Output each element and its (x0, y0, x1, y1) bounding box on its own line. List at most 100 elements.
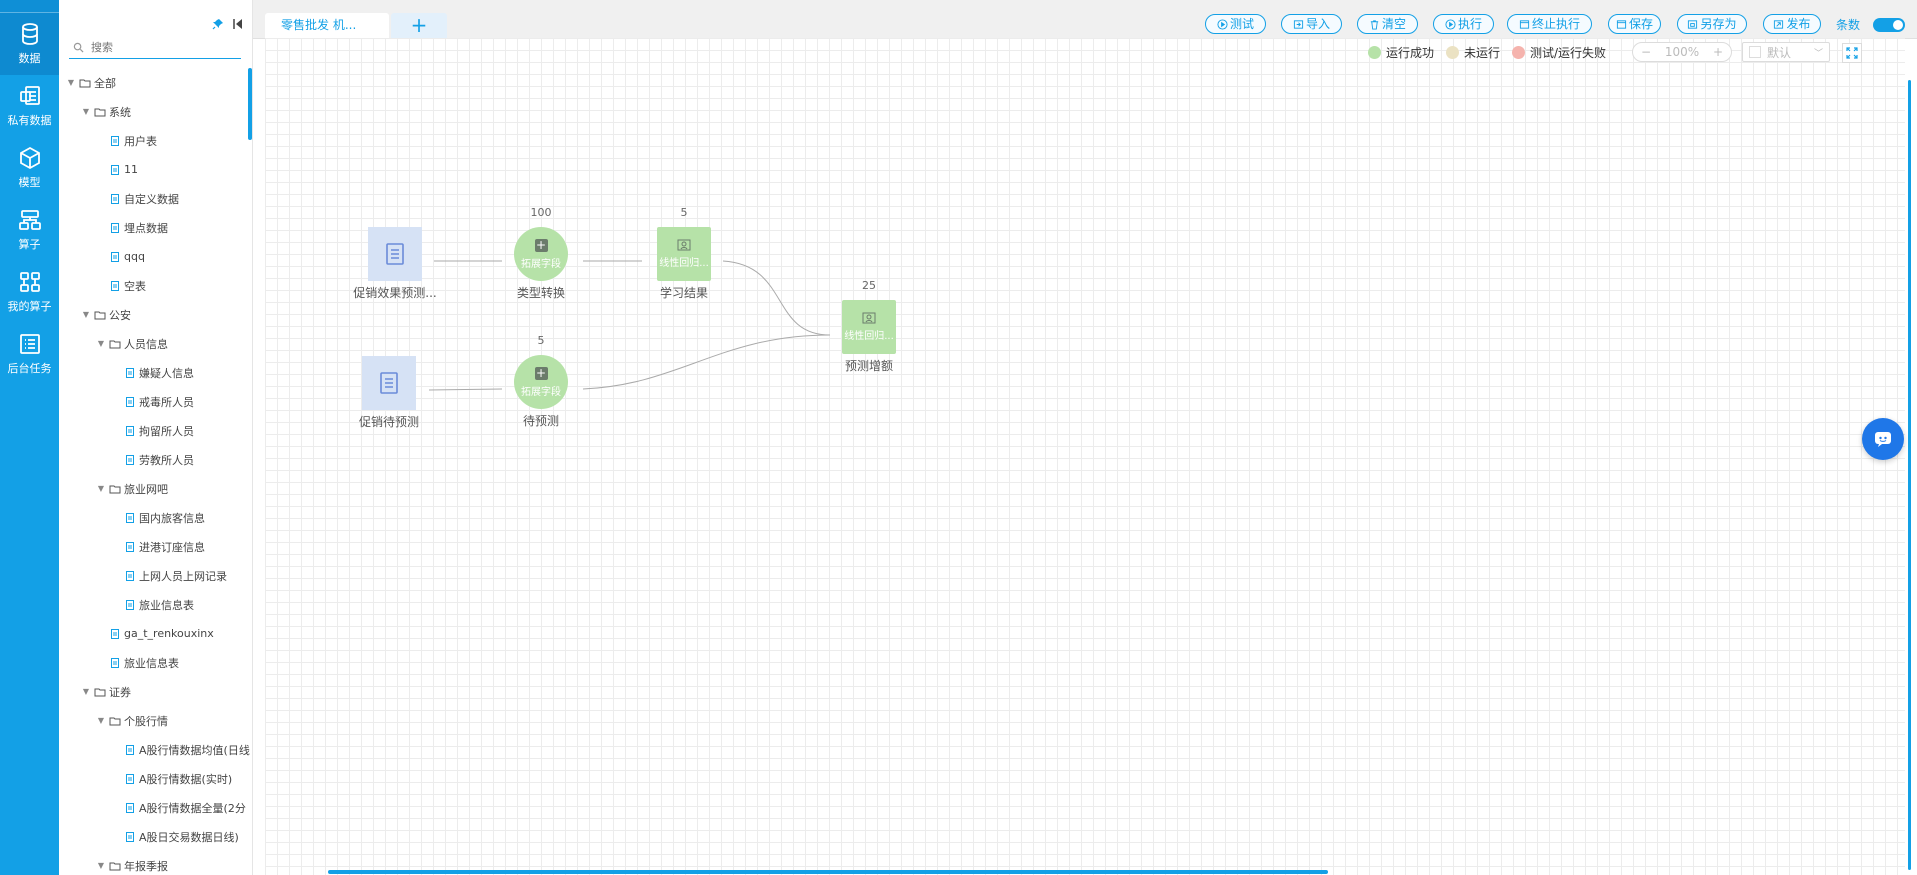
tree-item[interactable]: 戒毒所人员 (59, 387, 252, 416)
tree-item[interactable]: 自定义数据 (59, 184, 252, 213)
count-toggle[interactable] (1873, 18, 1905, 32)
tree-item-label: 国内旅客信息 (139, 511, 205, 525)
tree-item[interactable]: 旅业信息表 (59, 648, 252, 677)
caret-down-icon[interactable]: ▼ (82, 107, 90, 116)
tree-folder[interactable]: ▼旅业网吧 (59, 474, 252, 503)
workflow-canvas[interactable] (265, 38, 1905, 875)
publish-button[interactable]: 发布 (1763, 14, 1821, 34)
add-tab-button[interactable]: + (391, 13, 447, 38)
layout-select[interactable]: 默认 ﹀ (1742, 42, 1830, 62)
caret-down-icon[interactable]: ▼ (97, 484, 105, 493)
tree-item[interactable]: ga_t_renkouxinx (59, 619, 252, 648)
tree-scrollbar[interactable] (248, 68, 252, 140)
tree-item[interactable]: 拘留所人员 (59, 416, 252, 445)
tree-folder[interactable]: ▼ 年报季报 (59, 851, 252, 875)
node-inner-label: 线性回归... (659, 258, 709, 269)
tree-item[interactable]: A股行情数据(实时) (59, 764, 252, 793)
tree-folder[interactable]: ▼证券 (59, 677, 252, 706)
caret-down-icon[interactable]: ▼ (97, 861, 105, 870)
zoom-out-button[interactable]: − (1641, 45, 1652, 59)
rail-item-private-data[interactable]: 私有数据 (0, 75, 59, 137)
file-icon (126, 570, 134, 581)
rail-item-data[interactable]: 数据 (0, 13, 59, 75)
save-as-button[interactable]: 另存为 (1677, 14, 1747, 34)
tree-item[interactable]: 嫌疑人信息 (59, 358, 252, 387)
clear-button[interactable]: 清空 (1357, 14, 1418, 34)
rail-item-background-task[interactable]: 后台任务 (0, 323, 59, 385)
node-type-convert[interactable]: + 拓展字段 (514, 227, 568, 281)
rail-item-my-operator[interactable]: 我的算子 (0, 261, 59, 323)
collapse-panel-icon[interactable] (232, 18, 244, 30)
tree-item-label: 自定义数据 (124, 192, 179, 206)
tree-item[interactable]: 用户表 (59, 126, 252, 155)
tree-item[interactable]: 劳教所人员 (59, 445, 252, 474)
rail-item-model[interactable]: 模型 (0, 137, 59, 199)
operator-icon (18, 210, 41, 230)
fullscreen-icon (1846, 47, 1858, 59)
tree-item[interactable]: A股行情数据均值(日线 (59, 735, 252, 764)
document-icon (386, 243, 404, 265)
tree-item[interactable]: 旅业信息表 (59, 590, 252, 619)
caret-down-icon[interactable]: ▼ (67, 78, 75, 87)
tree-folder[interactable]: ▼人员信息 (59, 329, 252, 358)
folder-icon (109, 485, 121, 493)
tree-item[interactable]: 空表 (59, 271, 252, 300)
tree-item[interactable]: A股日交易数据日线) (59, 822, 252, 851)
chat-assistant-button[interactable] (1862, 418, 1904, 460)
tree-item-label: A股行情数据均值(日线 (139, 743, 250, 757)
tree-search-input[interactable] (89, 39, 233, 55)
execute-button[interactable]: 执行 (1433, 14, 1494, 34)
tree-item[interactable]: 进港订座信息 (59, 532, 252, 561)
file-icon (126, 541, 134, 552)
caret-down-icon[interactable]: ▼ (82, 687, 90, 696)
tree-folder[interactable]: ▼ 公安 (59, 300, 252, 329)
import-button[interactable]: 导入 (1281, 14, 1342, 34)
canvas-horizontal-scrollbar[interactable] (328, 870, 1328, 874)
zoom-value: 100% (1664, 45, 1700, 59)
stop-execute-button-label: 终止执行 (1531, 17, 1580, 31)
rail-item-operator[interactable]: 算子 (0, 199, 59, 261)
tab-workflow[interactable]: 零售批发 机... (265, 13, 389, 38)
tree-item[interactable]: 埋点数据 (59, 213, 252, 242)
tree-item[interactable]: 国内旅客信息 (59, 503, 252, 532)
save-button[interactable]: 保存 (1608, 14, 1661, 34)
tree-folder[interactable]: ▼个股行情 (59, 706, 252, 735)
node-predict-increase[interactable]: 线性回归... (842, 300, 896, 354)
tree-item-label: 公安 (109, 308, 131, 322)
tree-item-label: 年报季报 (124, 859, 168, 873)
node-promo-effect[interactable] (368, 227, 422, 281)
node-label: 学习结果 (659, 286, 709, 300)
private-data-icon (19, 86, 40, 105)
layout-select-value: 默认 (1767, 45, 1792, 60)
test-button[interactable]: 测试 (1205, 14, 1266, 34)
canvas-vertical-scrollbar[interactable] (1908, 80, 1911, 870)
tree-item-label: 旅业信息表 (139, 598, 194, 612)
tree-item-label: 拘留所人员 (139, 424, 194, 438)
caret-down-icon[interactable]: ▼ (82, 310, 90, 319)
tree-folder[interactable]: ▼系统 (59, 97, 252, 126)
tree-search (69, 36, 241, 59)
node-promo-pending[interactable] (362, 356, 416, 410)
tree-item[interactable]: 上网人员上网记录 (59, 561, 252, 590)
plus-icon: + (534, 237, 548, 252)
node-inner-label: 拓展字段 (521, 386, 561, 398)
tree-item[interactable]: qqq (59, 242, 252, 271)
file-icon (111, 280, 119, 291)
tree-item[interactable]: A股行情数据全量(2分 (59, 793, 252, 822)
caret-down-icon[interactable]: ▼ (97, 339, 105, 348)
fullscreen-button[interactable] (1842, 43, 1862, 63)
node-count: 5 (537, 334, 545, 347)
tree-folder[interactable]: ▼全部 (59, 68, 252, 97)
tree-item[interactable]: 11 (59, 155, 252, 184)
node-to-predict[interactable]: + 拓展字段 (514, 355, 568, 409)
tree-item-label: 戒毒所人员 (139, 395, 194, 409)
file-icon (126, 425, 134, 436)
node-learning-result[interactable]: 线性回归... (657, 227, 711, 281)
layout-checkbox[interactable] (1749, 46, 1761, 58)
stop-execute-button[interactable]: 终止执行 (1507, 14, 1592, 34)
zoom-in-button[interactable]: + (1712, 45, 1723, 59)
pin-icon[interactable] (212, 18, 224, 30)
zoom-control: − 100% + (1632, 42, 1732, 62)
caret-down-icon[interactable]: ▼ (97, 716, 105, 725)
legend-label: 运行成功 (1386, 46, 1435, 60)
